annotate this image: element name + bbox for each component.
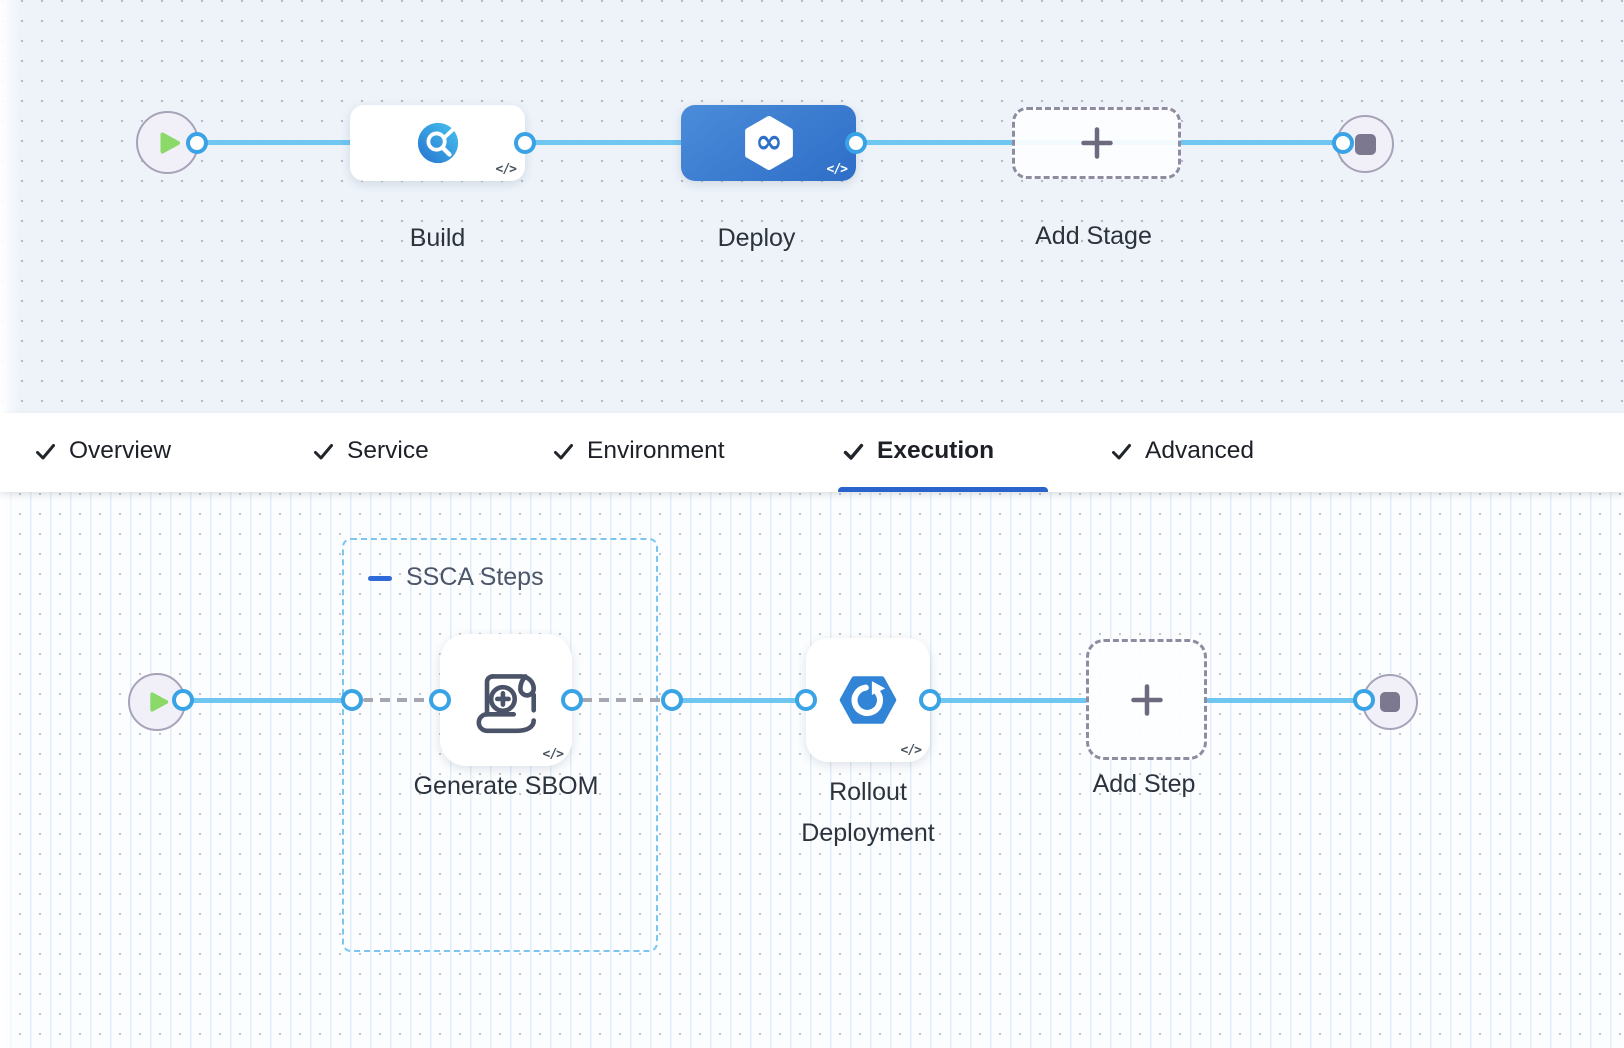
cd-deploy-icon: ∞ xyxy=(743,116,795,170)
code-icon: </> xyxy=(542,747,565,762)
connector-port[interactable] xyxy=(172,689,194,711)
tab-environment[interactable]: Environment xyxy=(553,427,725,475)
connector-port[interactable] xyxy=(1353,689,1375,711)
connector-port[interactable] xyxy=(795,689,817,711)
check-icon xyxy=(35,443,56,460)
step-connector-line xyxy=(1206,698,1368,703)
step-connector-dashed xyxy=(363,698,431,702)
connector-port[interactable] xyxy=(186,132,208,154)
tab-execution[interactable]: Execution xyxy=(843,427,994,475)
tab-overview[interactable]: Overview xyxy=(35,427,171,475)
play-icon xyxy=(158,130,182,156)
tab-advanced[interactable]: Advanced xyxy=(1111,427,1254,475)
step-connector-line xyxy=(156,698,354,703)
connector-port[interactable] xyxy=(429,689,451,711)
step-group-ssca[interactable]: SSCA Steps xyxy=(342,538,658,952)
check-icon xyxy=(1111,443,1132,460)
tab-label: Overview xyxy=(69,437,172,464)
play-icon xyxy=(148,690,170,714)
check-icon xyxy=(553,443,574,460)
check-icon xyxy=(843,443,864,460)
add-step-button[interactable] xyxy=(1086,639,1207,760)
execution-canvas[interactable]: SSCA Steps </> xyxy=(0,492,1624,1048)
sbom-scroll-icon xyxy=(467,661,545,739)
connector-port[interactable] xyxy=(919,689,941,711)
stop-icon xyxy=(1354,133,1376,155)
svg-text:∞: ∞ xyxy=(755,121,783,160)
tab-label: Environment xyxy=(587,437,725,464)
step-label-add-step: Add Step xyxy=(1092,770,1196,798)
step-connector-line xyxy=(672,698,808,703)
code-icon: </> xyxy=(826,162,849,177)
left-edge-fade xyxy=(0,0,20,413)
tab-label: Service xyxy=(347,437,429,464)
stage-canvas[interactable]: </> ∞ </> Build Deploy Add Stage xyxy=(0,0,1624,413)
connector-port[interactable] xyxy=(514,132,536,154)
execution-start-node xyxy=(128,673,186,731)
active-tab-underline xyxy=(838,487,1048,492)
connector-port[interactable] xyxy=(341,689,363,711)
step-node-generate-sbom[interactable]: </> xyxy=(440,634,572,766)
add-stage-button[interactable] xyxy=(1012,107,1181,179)
connector-port[interactable] xyxy=(845,132,867,154)
stage-node-deploy[interactable]: ∞ </> xyxy=(681,105,856,181)
tab-label: Advanced xyxy=(1145,437,1254,464)
step-label-rollout-deployment: Rollout Deployment xyxy=(801,778,935,847)
stop-icon xyxy=(1380,692,1400,712)
collapse-minus-icon[interactable] xyxy=(368,576,392,581)
connector-port[interactable] xyxy=(561,689,583,711)
plus-icon xyxy=(1078,124,1116,162)
connector-port[interactable] xyxy=(661,689,683,711)
step-connector-line xyxy=(928,698,1088,703)
step-connector-dashed xyxy=(582,698,662,702)
ci-build-icon xyxy=(415,120,461,166)
connector-port[interactable] xyxy=(1332,132,1354,154)
rollout-icon xyxy=(837,669,899,731)
step-node-rollout-deployment[interactable]: </> xyxy=(806,638,930,762)
stage-label-deploy: Deploy xyxy=(717,224,796,252)
stage-label-build: Build xyxy=(409,224,466,252)
tab-service[interactable]: Service xyxy=(313,427,429,475)
step-label-generate-sbom: Generate SBOM xyxy=(413,772,599,800)
stage-node-build[interactable]: </> xyxy=(350,105,525,181)
pipeline-start-node xyxy=(136,111,199,174)
step-group-label: SSCA Steps xyxy=(406,563,544,591)
code-icon: </> xyxy=(495,162,518,177)
plus-icon xyxy=(1128,681,1166,719)
stage-config-tabbar: Overview Service Environment Execution A… xyxy=(0,413,1624,492)
code-icon: </> xyxy=(900,743,923,758)
check-icon xyxy=(313,443,334,460)
tab-label: Execution xyxy=(877,437,995,464)
stage-label-add-stage: Add Stage xyxy=(1035,222,1152,250)
left-edge-fade xyxy=(0,492,20,1048)
